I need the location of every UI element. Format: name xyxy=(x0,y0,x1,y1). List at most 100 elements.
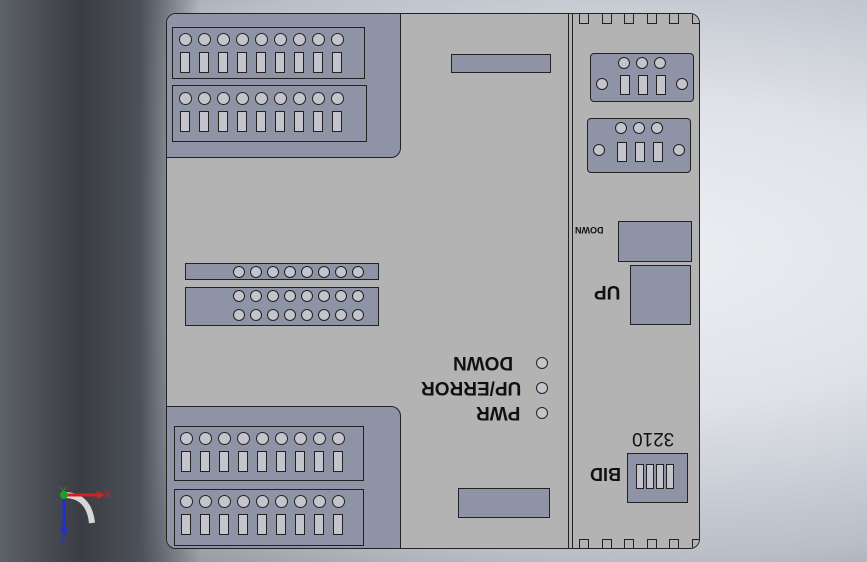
terminal-slot xyxy=(237,52,247,73)
terminal-hole xyxy=(332,432,345,445)
terminal-slot xyxy=(257,451,267,472)
terminal-hole xyxy=(256,495,269,508)
terminal-slot xyxy=(181,514,191,535)
terminal-hole xyxy=(180,495,193,508)
terminal-slot xyxy=(218,111,228,132)
strip-hole xyxy=(250,290,262,302)
terminal-hole xyxy=(275,495,288,508)
port-screw xyxy=(676,78,688,90)
strip-hole xyxy=(284,266,296,278)
terminal-hole xyxy=(332,495,345,508)
strip-hole xyxy=(301,309,313,321)
terminal-hole xyxy=(218,432,231,445)
terminal-slot xyxy=(180,111,190,132)
strip-hole xyxy=(233,266,245,278)
strip-hole xyxy=(335,266,347,278)
port-screw xyxy=(593,144,605,156)
strip-hole xyxy=(284,309,296,321)
terminal-hole xyxy=(217,92,230,105)
divider-line xyxy=(568,14,569,548)
terminal-slot xyxy=(275,52,285,73)
axis-z-arrow xyxy=(60,527,68,535)
axis-z-label: Z xyxy=(60,533,66,543)
terminal-hole xyxy=(274,33,287,46)
terminal-hole xyxy=(198,92,211,105)
device-body: DOWN UP/ERROR PWR DOWN UP BID 3210 xyxy=(166,13,700,549)
edge-tab xyxy=(646,539,657,548)
down-switch[interactable] xyxy=(618,221,692,262)
strip-hole xyxy=(284,290,296,302)
terminal-slot xyxy=(237,111,247,132)
led-pwr xyxy=(536,407,548,419)
terminal-hole xyxy=(179,33,192,46)
terminal-hole xyxy=(198,33,211,46)
axis-rotation-arc xyxy=(63,492,95,524)
terminal-slot xyxy=(313,111,323,132)
label-bid: BID xyxy=(590,464,621,484)
terminal-slot xyxy=(218,52,228,73)
terminal-slot xyxy=(332,52,342,73)
edge-tab xyxy=(691,14,699,24)
terminal-hole xyxy=(275,432,288,445)
strip-hole xyxy=(250,266,262,278)
strip-hole xyxy=(352,309,364,321)
up-switch[interactable] xyxy=(630,265,691,325)
strip-hole xyxy=(352,290,364,302)
terminal-slot xyxy=(256,52,266,73)
strip-hole xyxy=(267,309,279,321)
port-contact xyxy=(620,75,630,95)
terminal-hole xyxy=(255,33,268,46)
strip-hole xyxy=(318,266,330,278)
edge-tab xyxy=(691,539,699,548)
strip-hole xyxy=(335,290,347,302)
axis-x-label: X xyxy=(104,489,112,501)
strip-hole xyxy=(318,309,330,321)
strip-hole xyxy=(301,290,313,302)
port-pin xyxy=(636,57,648,69)
terminal-slot xyxy=(314,451,324,472)
terminal-hole xyxy=(313,495,326,508)
terminal-slot xyxy=(181,451,191,472)
terminal-hole xyxy=(236,33,249,46)
port-pin xyxy=(654,57,666,69)
label-down: DOWN xyxy=(453,352,514,373)
terminal-slot xyxy=(256,111,266,132)
dip-position xyxy=(656,464,664,489)
terminal-hole xyxy=(313,432,326,445)
axis-x-arrow xyxy=(97,491,105,499)
divider-line xyxy=(572,14,573,548)
edge-tab xyxy=(579,14,589,24)
terminal-slot xyxy=(238,451,248,472)
port-pin xyxy=(615,122,627,134)
terminal-slot xyxy=(313,52,323,73)
strip-hole xyxy=(267,290,279,302)
strip-hole xyxy=(233,309,245,321)
label-up: UP xyxy=(594,281,621,302)
port-contact xyxy=(653,142,663,162)
strip-hole xyxy=(233,290,245,302)
terminal-slot xyxy=(333,451,343,472)
strip-hole xyxy=(352,266,364,278)
port-pin xyxy=(633,122,645,134)
label-pwr: PWR xyxy=(476,402,521,423)
terminal-slot xyxy=(257,514,267,535)
strip-hole xyxy=(250,309,262,321)
edge-tab xyxy=(579,539,589,548)
center-connector-strip xyxy=(185,263,379,280)
label-plate-bottom xyxy=(458,488,550,518)
terminal-hole xyxy=(237,495,250,508)
terminal-hole xyxy=(293,92,306,105)
edge-tab xyxy=(624,539,634,548)
dip-position xyxy=(636,464,644,489)
strip-hole xyxy=(318,290,330,302)
terminal-hole xyxy=(217,33,230,46)
edge-tab xyxy=(669,14,679,24)
strip-hole xyxy=(335,309,347,321)
edge-tab xyxy=(624,14,634,24)
led-up-error xyxy=(536,382,548,394)
terminal-hole xyxy=(199,495,212,508)
terminal-slot xyxy=(199,52,209,73)
terminal-slot xyxy=(219,514,229,535)
led-down xyxy=(536,357,548,369)
strip-hole xyxy=(301,266,313,278)
